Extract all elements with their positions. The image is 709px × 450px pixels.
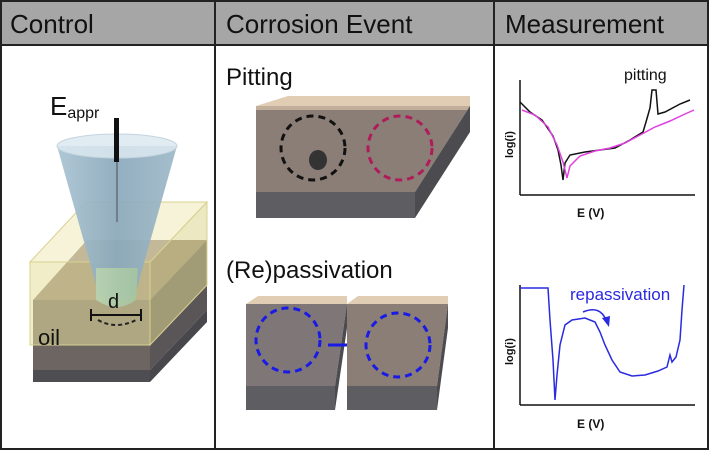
repass-plot-ylabel: log(i) <box>504 338 516 365</box>
repass-left-front <box>246 386 335 410</box>
pipette-cone <box>57 146 177 300</box>
repassivation-plot: repassivation log(i) E (V) <box>504 284 695 431</box>
pitting-circle-black <box>279 114 347 182</box>
oil-label: oil <box>38 325 60 350</box>
oil-side <box>149 200 208 347</box>
header-corrosion-event: Corrosion Event <box>226 9 413 39</box>
pitting-sample-highlight <box>256 106 470 110</box>
repass-left-top <box>246 304 347 386</box>
pitting-plot: pitting log(i) E (V) <box>504 67 695 220</box>
repass-circle-right <box>364 311 432 379</box>
pitting-sample-top <box>256 106 470 192</box>
control-illustration: d Eappr oil <box>28 91 209 382</box>
repassivation-sample-left <box>246 296 347 410</box>
sample-bottom-edge <box>33 370 150 382</box>
pitting-sample-side <box>415 106 470 218</box>
repass-right-top <box>347 304 448 386</box>
repassivation-sample-right <box>347 296 448 410</box>
pitting-curve-magenta <box>521 109 695 179</box>
pitting-curve-black <box>519 89 691 181</box>
header-control: Control <box>10 9 94 39</box>
pit <box>309 150 327 170</box>
wetted-area-outline <box>97 319 137 326</box>
repassivation-curve <box>520 284 685 401</box>
sample-bottom-side <box>150 310 207 382</box>
repass-right-side <box>437 304 448 410</box>
repass-right-front <box>347 386 437 410</box>
repassivation-title: (Re)passivation <box>226 257 393 284</box>
pitting-sample-front <box>256 192 415 218</box>
repass-left-side <box>335 304 347 410</box>
repass-circle-left <box>254 306 322 374</box>
repassivation-annotation: repassivation <box>570 285 670 304</box>
header-bar <box>1 1 708 45</box>
header-measurement: Measurement <box>505 9 665 39</box>
pitting-annotation: pitting <box>624 67 667 84</box>
repassivation-hook-arrowhead <box>602 316 610 327</box>
pitting-sample <box>256 96 470 218</box>
diameter-label: d <box>108 291 119 313</box>
pitting-title: Pitting <box>226 64 293 91</box>
pipette-tip-droplet <box>96 268 138 307</box>
potential-label: Eappr <box>50 91 100 122</box>
electrode-rod <box>114 118 119 162</box>
pitting-plot-ylabel: log(i) <box>504 131 516 158</box>
pitting-circle-crimson <box>366 114 434 182</box>
pitting-plot-xlabel: E (V) <box>577 206 604 220</box>
repass-plot-xlabel: E (V) <box>577 417 604 431</box>
